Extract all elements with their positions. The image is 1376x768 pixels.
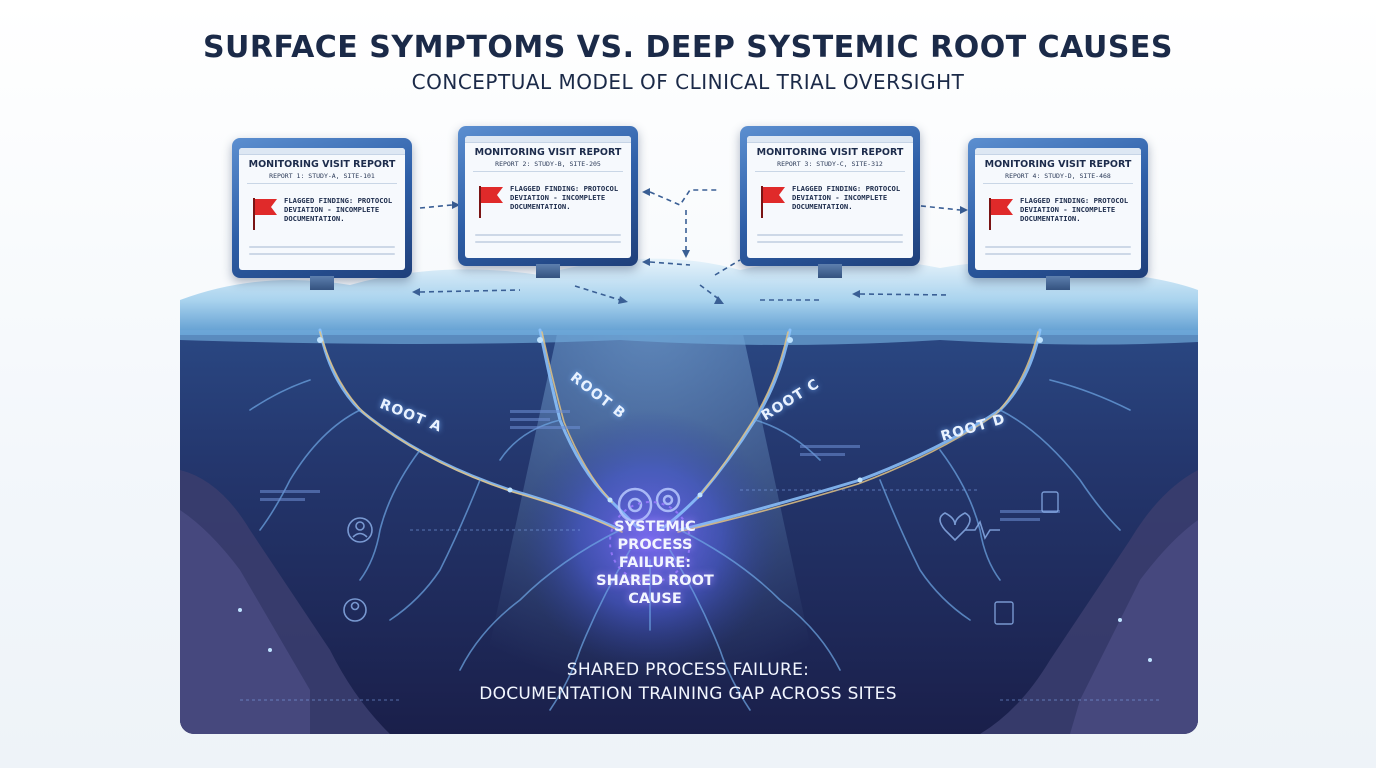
page-subtitle: CONCEPTUAL MODEL OF CLINICAL TRIAL OVERS… <box>411 70 965 94</box>
gear-icon <box>609 487 691 583</box>
flag-icon <box>479 186 503 218</box>
report-subtitle: REPORT 3: STUDY-C, SITE-312 <box>777 160 883 168</box>
report-title: MONITORING VISIT REPORT <box>756 147 904 158</box>
core-label-line-2: PROCESS FAILURE: <box>617 537 693 571</box>
diagram-background <box>180 258 1198 734</box>
report-screen: MONITORING VISIT REPORT REPORT 1: STUDY-… <box>239 148 405 270</box>
report-finding: FLAGGED FINDING: PROTOCOL DEVIATION - IN… <box>792 184 901 211</box>
flag-icon <box>989 198 1013 230</box>
document-icon <box>994 491 1059 625</box>
report-title: MONITORING VISIT REPORT <box>984 159 1132 170</box>
shared-failure-line-2: DOCUMENTATION TRAINING GAP ACROSS SITES <box>479 684 897 704</box>
shared-failure-label: SHARED PROCESS FAILURE: DOCUMENTATION TR… <box>380 658 996 706</box>
report-monitor-2: MONITORING VISIT REPORT REPORT 2: STUDY-… <box>458 126 638 278</box>
report-screen: MONITORING VISIT REPORT REPORT 4: STUDY-… <box>975 148 1141 270</box>
surface-arrows <box>412 188 968 304</box>
diagram-stage <box>180 230 1198 734</box>
core-label: SYSTEMIC PROCESS FAILURE: SHARED ROOT CA… <box>580 518 730 608</box>
report-monitor-3: MONITORING VISIT REPORT REPORT 3: STUDY-… <box>740 126 920 278</box>
core-label-line-3: SHARED ROOT <box>596 573 714 589</box>
core-label-line-1: SYSTEMIC <box>614 519 696 535</box>
heartbeat-icon <box>939 512 1000 542</box>
flag-icon <box>761 186 785 218</box>
report-monitor-1: MONITORING VISIT REPORT REPORT 1: STUDY-… <box>232 138 412 290</box>
report-monitor-4: MONITORING VISIT REPORT REPORT 4: STUDY-… <box>968 138 1148 290</box>
report-subtitle: REPORT 1: STUDY-A, SITE-101 <box>269 172 375 180</box>
page-title: SURFACE SYMPTOMS VS. DEEP SYSTEMIC ROOT … <box>202 30 1174 65</box>
flag-icon <box>253 198 277 230</box>
report-subtitle: REPORT 4: STUDY-D, SITE-468 <box>1005 172 1111 180</box>
report-finding: FLAGGED FINDING: PROTOCOL DEVIATION - IN… <box>1020 196 1129 223</box>
report-title: MONITORING VISIT REPORT <box>474 147 622 158</box>
shared-failure-line-1: SHARED PROCESS FAILURE: <box>566 660 810 680</box>
core-label-line-4: CAUSE <box>628 591 682 607</box>
person-icon <box>343 517 373 622</box>
report-subtitle: REPORT 2: STUDY-B, SITE-205 <box>495 160 601 168</box>
report-finding: FLAGGED FINDING: PROTOCOL DEVIATION - IN… <box>510 184 619 211</box>
report-finding: FLAGGED FINDING: PROTOCOL DEVIATION - IN… <box>284 196 393 223</box>
report-title: MONITORING VISIT REPORT <box>248 159 396 170</box>
